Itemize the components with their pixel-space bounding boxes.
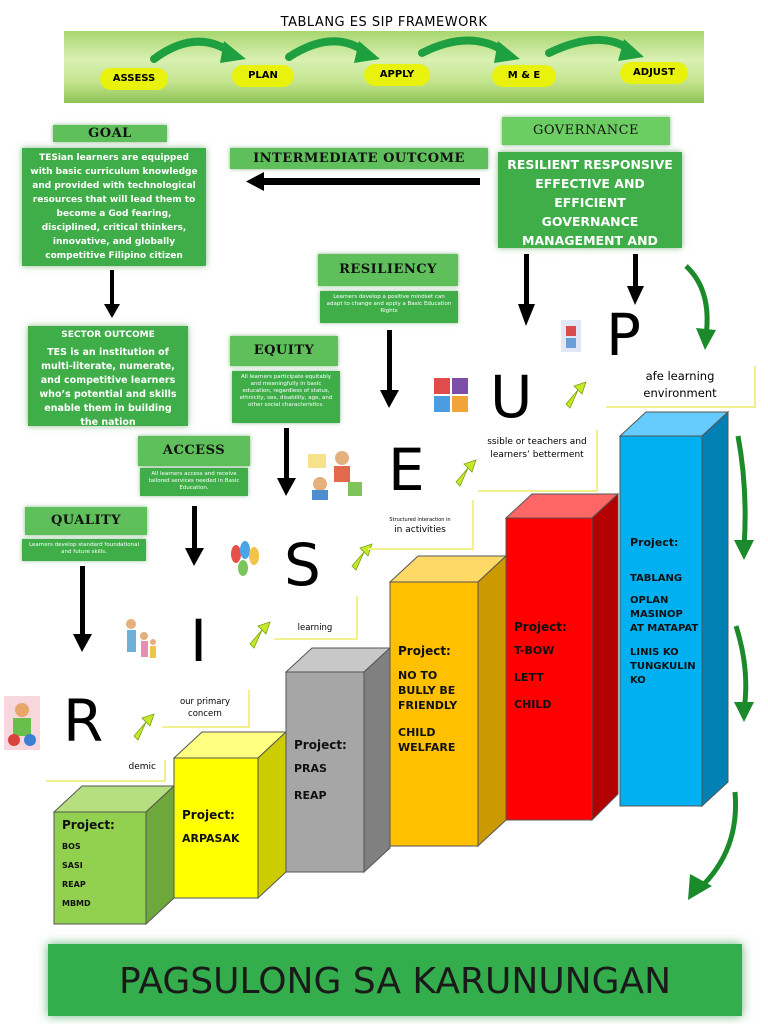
- bar-green-item: MBMD: [62, 899, 91, 908]
- bar-gray-text: Project: PRAS REAP: [294, 738, 362, 810]
- framework-title: TABLANG ES SIP FRAMEWORK: [280, 15, 488, 30]
- intermediate-outcome-label: INTERMEDIATE OUTCOME: [230, 148, 488, 169]
- bar-green-item: SASI: [62, 861, 83, 870]
- bar-orange-side: [477, 554, 507, 848]
- bar-yellow-text: Project: ARPASAK: [182, 808, 258, 853]
- bar-blue-front: [619, 435, 703, 807]
- bar-green-item: REAP: [62, 880, 86, 889]
- bar-red-item: T-BOW: [514, 644, 555, 657]
- bar-yellow-side: [257, 730, 287, 900]
- bar-blue-side: [701, 410, 729, 808]
- bar-red-front: [505, 517, 593, 821]
- bar-blue-item: LINIS KO TUNGKULIN KO: [630, 647, 696, 686]
- cycle-arrow-3: [418, 36, 508, 57]
- arrow-goal-head: [104, 304, 120, 318]
- quality-text: Learners develop standard foundational a…: [22, 539, 146, 561]
- caption-s: learning: [274, 596, 358, 640]
- puzzle-clipart: [434, 378, 468, 412]
- caption-e-small: Structured interaction in: [372, 517, 468, 527]
- bar-red-item: CHILD: [514, 698, 552, 711]
- governance-label: GOVERNANCE: [502, 117, 670, 145]
- access-text: All learners access and receive tailored…: [140, 468, 248, 496]
- bar-orange-item: CHILD WELFARE: [398, 726, 456, 754]
- letter-e: E: [388, 436, 425, 504]
- bar-gray-front: [285, 671, 365, 873]
- caption-r: demic: [46, 760, 166, 782]
- letter-r: R: [63, 687, 104, 755]
- bar-gray-project: Project:: [294, 738, 347, 752]
- bar-blue-project: Project:: [630, 536, 679, 549]
- caption-e: in activities: [368, 500, 474, 550]
- bar-red-text: Project: T-BOW LETT CHILD: [514, 620, 588, 719]
- bar-red-project: Project:: [514, 620, 567, 634]
- resiliency-text: Learners develop a positive mindset can …: [320, 291, 458, 323]
- person-clipart: [561, 320, 581, 352]
- bar-orange-front: [389, 581, 479, 847]
- cycle-arrows: [150, 36, 644, 63]
- cycle-arrow-1: [150, 37, 233, 63]
- quality-label: QUALITY: [25, 507, 147, 535]
- cycle-apply: APPLY: [364, 64, 430, 86]
- resiliency-label: RESILIENCY: [318, 254, 458, 286]
- bar-green-item: BOS: [62, 842, 81, 851]
- bar-blue-item: OPLAN MASINOP AT MATAPAT: [630, 595, 699, 634]
- bar-orange-text: Project: NO TO BULLY BE FRIENDLY CHILD W…: [398, 644, 474, 763]
- letter-i: I: [190, 607, 208, 675]
- footer-banner: PAGSULONG SA KARUNUNGAN: [48, 944, 742, 1016]
- family-clipart: [126, 619, 156, 658]
- goal-text: TESian learners are equipped with basic …: [22, 148, 206, 266]
- bar-green-front: [53, 811, 147, 925]
- bar-orange-item: NO TO BULLY BE FRIENDLY: [398, 669, 458, 712]
- students-clipart: [308, 451, 362, 500]
- arrow-goal-shaft: [110, 270, 114, 308]
- bar-blue-text: Project: TABLANG OPLAN MASINOP AT MATAPA…: [630, 536, 700, 696]
- bar-gray-item: REAP: [294, 789, 327, 802]
- letter-s: S: [284, 531, 321, 599]
- sector-outcome-box: SECTOR OUTCOME TES is an institution of …: [28, 326, 188, 428]
- caption-i: our primary concern: [162, 690, 250, 728]
- bar-yellow-item: ARPASAK: [182, 832, 240, 845]
- bar-red-side: [591, 492, 619, 822]
- equity-text: All learners participate equitably and m…: [232, 371, 340, 423]
- goal-label: GOAL: [53, 125, 167, 142]
- cycle-assess: ASSESS: [100, 68, 168, 90]
- governance-text: RESILIENT RESPONSIVE EFFECTIVE AND EFFIC…: [498, 152, 682, 267]
- cycle-band: ASSESS PLAN APPLY M & E ADJUST: [64, 31, 704, 103]
- bar-green-project: Project:: [62, 818, 115, 832]
- left-arrow: [246, 172, 480, 191]
- access-label: ACCESS: [138, 436, 250, 466]
- bar-yellow-front: [173, 757, 259, 899]
- cycle-arrow-2: [285, 37, 368, 61]
- bar-gray-item: PRAS: [294, 762, 327, 775]
- cycle-plan: PLAN: [232, 65, 294, 87]
- letter-p: P: [606, 301, 641, 369]
- bar-green-text: Project: BOS SASI REAP MBMD: [62, 818, 142, 916]
- sector-outcome-text: TES is an institution of multi-literate,…: [39, 347, 177, 428]
- caption-p: afe learning environment: [606, 366, 756, 408]
- equity-label: EQUITY: [230, 336, 338, 366]
- cycle-adjust: ADJUST: [620, 62, 688, 84]
- sector-outcome-label: SECTOR OUTCOME: [61, 330, 155, 340]
- bar-gray-side: [363, 646, 391, 874]
- cycle-me: M & E: [492, 65, 556, 87]
- letter-u: U: [490, 363, 533, 431]
- bar-blue-item: TABLANG: [630, 573, 683, 584]
- hands-clipart: [231, 541, 259, 576]
- kids-clipart: [4, 696, 40, 750]
- caption-u: ssible or teachers and learners’ betterm…: [478, 430, 598, 492]
- bar-red-item: LETT: [514, 671, 544, 684]
- bar-orange-project: Project:: [398, 644, 451, 658]
- bar-yellow-project: Project:: [182, 808, 235, 822]
